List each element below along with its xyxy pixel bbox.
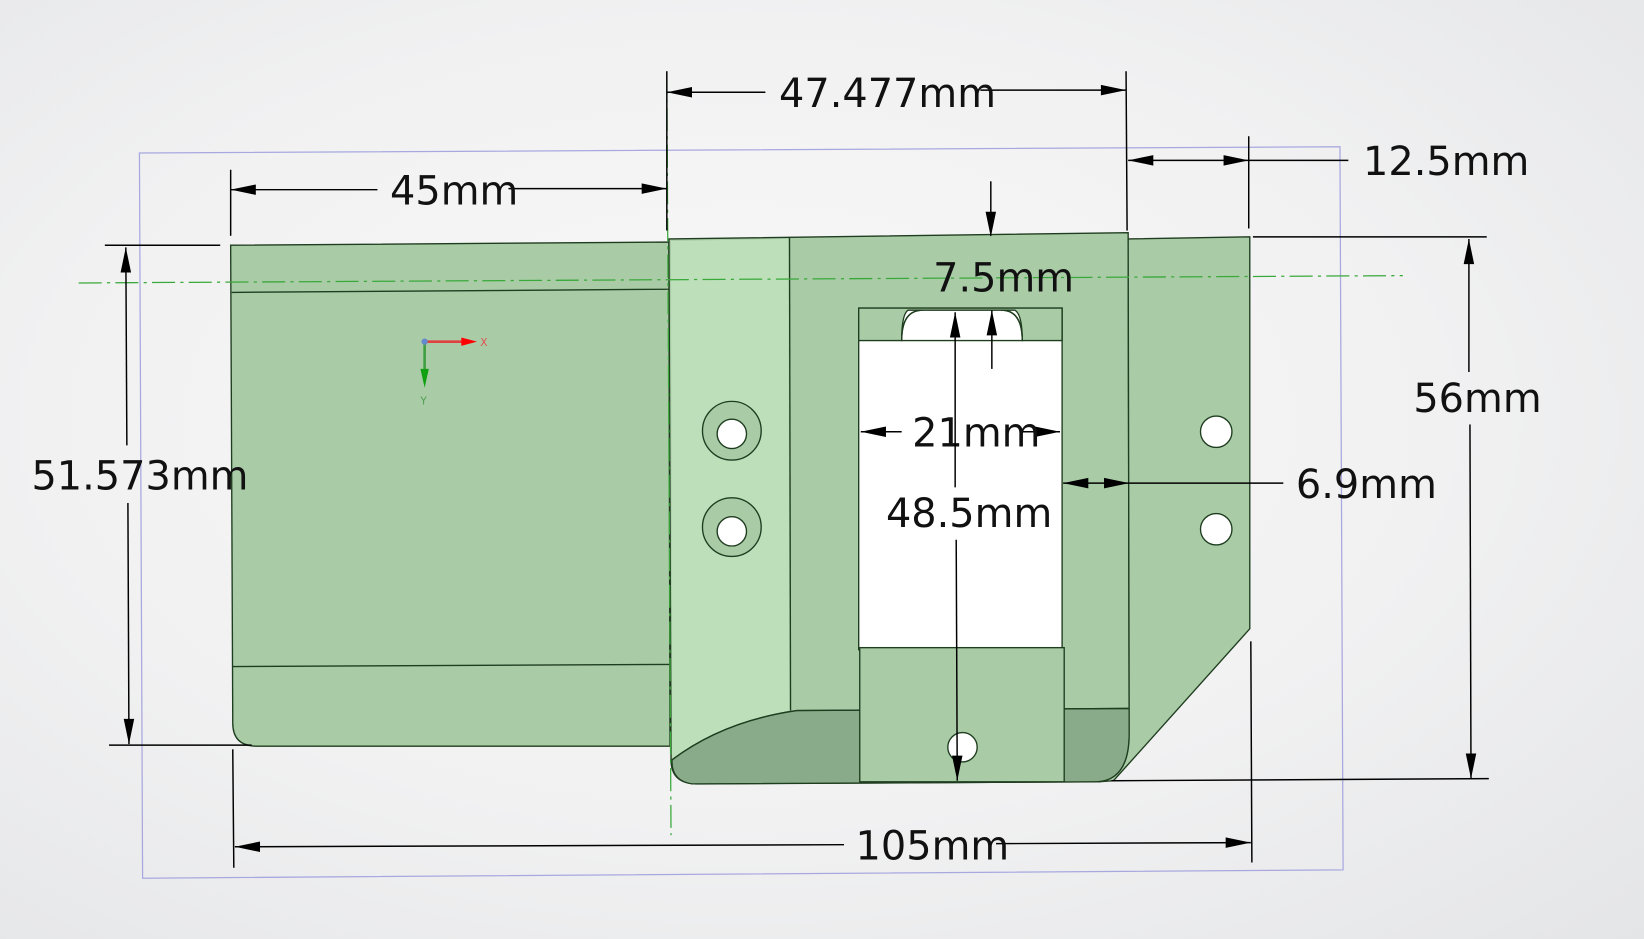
dimension-label: 12.5mm [1363,139,1529,185]
dimension-label: 6.9mm [1296,462,1437,508]
dimension-label: 21mm [912,410,1040,456]
dimension-window-width[interactable]: 21mm [860,410,1061,456]
window-opening [858,307,1063,651]
dimension-wall[interactable]: 6.9mm [1063,462,1437,508]
dimension-label: 105mm [856,823,1010,869]
bounding-box [138,146,1344,879]
centerline-horizontal [78,274,1403,284]
right-flange[interactable] [1097,236,1251,783]
dimension-height-left[interactable]: 51.573mm [31,244,252,746]
dimension-label: 56mm [1413,376,1541,422]
left-plate[interactable] [229,241,671,747]
dimension-label: 48.5mm [886,491,1052,537]
counterbore-hole-bottom[interactable] [701,497,762,558]
dimension-label: 51.573mm [31,453,248,499]
x-axis-label: X [480,337,487,349]
y-axis-label: Y [419,396,427,408]
axis-triad: X Y [419,337,487,408]
dimension-overall-width[interactable]: 105mm [232,641,1253,869]
dimension-window-top[interactable]: 7.5mm [933,181,1074,369]
bottom-tab[interactable] [859,646,1065,783]
dimension-label: 47.477mm [779,71,996,117]
tab-hole [947,731,978,763]
dimension-height-right[interactable]: 56mm [1111,236,1542,782]
dimension-right-offset[interactable]: 12.5mm [1128,136,1529,229]
flange-hole-bottom[interactable] [1199,512,1233,546]
dimension-label: 45mm [390,168,518,214]
counterbore-hole-top[interactable] [701,400,762,461]
dimension-label: 7.5mm [933,255,1074,301]
flange-hole-top[interactable] [1199,415,1233,449]
dimension-top-width[interactable]: 47.477mm [666,71,1128,231]
dimension-left-width[interactable]: 45mm [229,168,667,236]
dimension-window-height[interactable]: 48.5mm [886,312,1052,781]
